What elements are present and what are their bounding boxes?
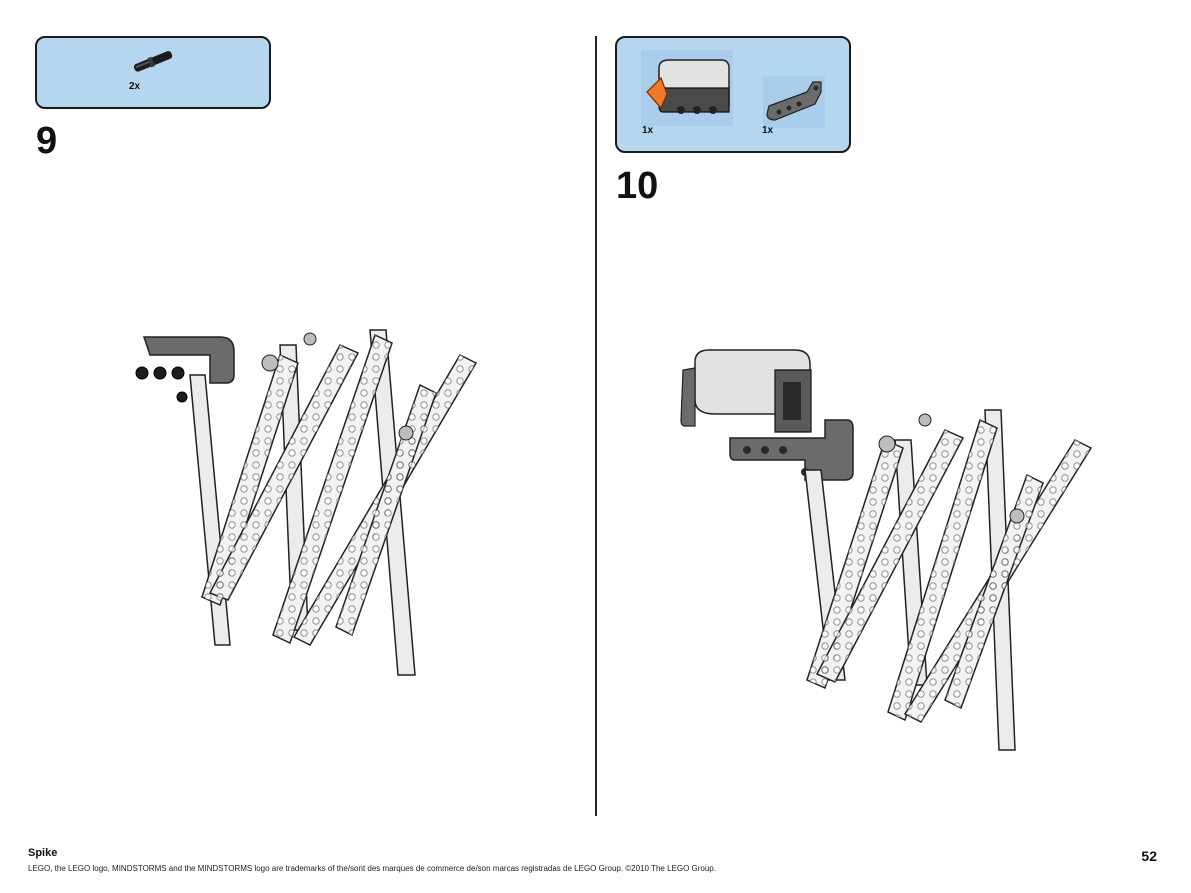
step-9-assembly-illustration [135,329,478,676]
angled-beam-icon [763,76,825,128]
page-number: 52 [1141,848,1157,864]
part-quantity: 1x [642,125,654,136]
step-10-parts-callout: 1x 1x [615,36,851,153]
step-number: 9 [36,120,58,162]
page-divider [595,36,597,816]
legal-notice: LEGO, the LEGO logo, MINDSTORMS and the … [28,864,716,873]
step-9-parts-callout: 2x [35,36,271,109]
part-quantity: 2x [129,81,141,92]
ultrasonic-sensor-icon [641,50,733,126]
step-10-assembly-illustration [680,349,1093,751]
model-name: Spike [28,847,58,859]
step-number: 10 [616,165,659,207]
black-axle-pin-icon [133,51,173,72]
part-quantity: 1x [762,125,774,136]
